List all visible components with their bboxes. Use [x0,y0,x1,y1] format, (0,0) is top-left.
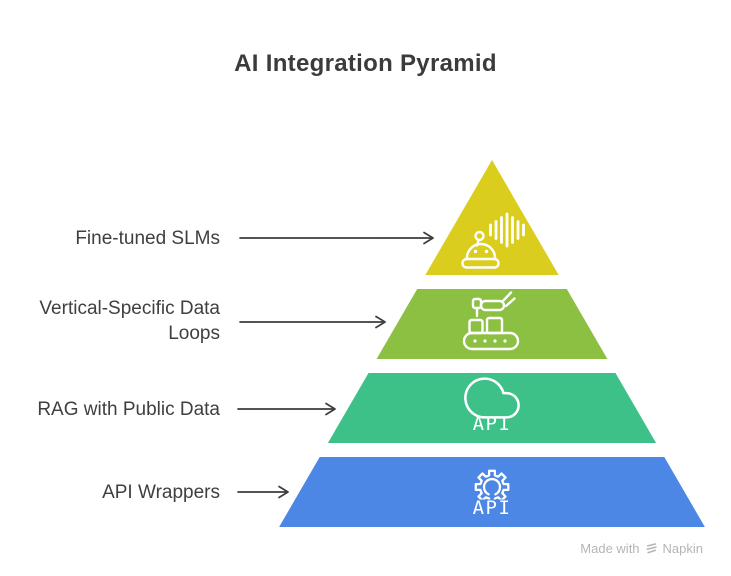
diagram-title: AI Integration Pyramid [234,50,497,77]
level-4-label: API Wrappers [102,482,220,503]
cloud-api-label: API [473,413,512,435]
package-right [485,316,504,335]
conveyor-belt-icon [462,291,520,351]
pyramid-level-2-shape [376,289,608,359]
arrow-to-level-4 [237,485,289,499]
robot-head-base [461,257,500,269]
arrow-to-level-1 [239,231,434,245]
gear-label-backing [470,499,514,517]
gear-center-arc [482,477,502,496]
robot-eye-right [484,249,489,254]
gear-outline [474,469,510,505]
gear-api-label: API [473,497,512,519]
pyramid-level-1-shape [425,160,559,275]
package-left [468,318,484,335]
arm-body [479,299,506,312]
conveyor-rollers [473,339,507,343]
watermark-prefix: Made with [580,541,640,556]
arrow-to-level-3 [237,402,336,416]
pyramid-level-3-shape [327,373,657,443]
robot-eye-left [473,249,478,254]
arm-claw-upper [500,291,513,304]
voice-bot-icon [461,212,525,269]
cloud-api-icon: API [464,377,520,435]
level-1-label: Fine-tuned SLMs [75,228,220,249]
arrow-to-level-2 [239,315,386,329]
robot-head-dome [465,242,497,261]
watermark-brand: Napkin [662,541,703,556]
napkin-logo-icon [645,543,657,554]
gear-api-icon: API [470,469,514,519]
waveform-bars [489,212,525,248]
napkin-watermark[interactable]: Made with Napkin [580,541,703,556]
level-3-label: RAG with Public Data [37,399,220,420]
cloud-outline [464,377,520,419]
arm-claw-lower [504,297,516,308]
pyramid-level-4-shape [279,457,705,527]
level-2-label: Vertical-Specific Data Loops [39,298,220,344]
